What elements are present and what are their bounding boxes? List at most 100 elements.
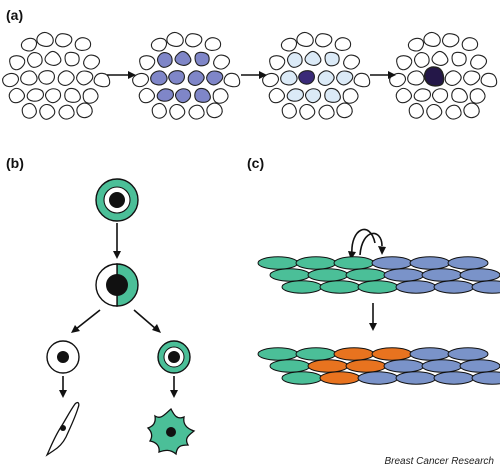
tissue-cell [480, 72, 498, 88]
epithelial-cell-ellipse [319, 371, 361, 385]
arrow-down-icon [369, 303, 377, 331]
tissue-cell [174, 50, 192, 66]
tissue-cell [166, 31, 184, 48]
tissue-cell [169, 103, 186, 120]
tissue-cell [353, 72, 371, 88]
tissue-cell [336, 102, 353, 119]
tissue-cell [342, 88, 359, 104]
epithelial-cell-ellipse [281, 371, 323, 385]
tissue-cell [470, 54, 488, 70]
arrow-diagonal-icon [71, 309, 101, 333]
epithelial-cell-ellipse [421, 268, 463, 282]
tissue-cell [194, 51, 210, 67]
stem-cell [95, 178, 139, 222]
tissue-cell [26, 88, 45, 102]
epithelial-cell-ellipse [295, 256, 337, 270]
tissue-cell [20, 37, 38, 52]
tissue-cell [413, 88, 432, 102]
tissue-cell [39, 103, 56, 120]
tissue-cell [174, 88, 192, 104]
tissue-cell [431, 50, 449, 66]
tissue-cell [298, 70, 316, 85]
tissue-cell [280, 70, 298, 86]
tissue-cell [150, 37, 168, 52]
tissue-cell [188, 104, 205, 120]
tissue-cell [314, 33, 333, 48]
tissue-cell [156, 88, 175, 102]
tissue-cell [423, 31, 441, 48]
journal-credit: Breast Cancer Research [385, 456, 495, 467]
arrow-down-icon [170, 376, 178, 398]
tissue-cell [139, 55, 156, 71]
tissue-cell [296, 31, 314, 48]
tissue-cell [304, 88, 322, 104]
tissue-cell [204, 37, 222, 51]
tissue-cell [395, 87, 413, 104]
tissue-cell [451, 87, 468, 103]
tissue-cell [461, 37, 479, 51]
tissue-cell [281, 102, 297, 119]
tissue-cell [324, 51, 340, 67]
tissue-cell [64, 51, 80, 67]
tissue-cell [93, 72, 111, 88]
tissue-cluster-normal [2, 31, 111, 120]
epithelial-cell-ellipse [421, 359, 463, 373]
epithelial-cell-ellipse [257, 347, 299, 361]
tissue-cell [269, 55, 286, 71]
panel-b-lineage-tree [45, 178, 196, 457]
panel-label-b: (b) [6, 155, 24, 171]
epithelial-cell-ellipse [471, 280, 500, 294]
tissue-cell [44, 50, 62, 66]
epithelial-cell-ellipse [269, 268, 311, 282]
tissue-cell [9, 55, 26, 71]
tissue-cell [286, 88, 305, 102]
tissue-cell [389, 72, 407, 88]
tissue-cell [423, 66, 445, 87]
tissue-cell [280, 37, 298, 52]
panel-c-cell-migration [257, 228, 500, 385]
epithelial-cell-ellipse [319, 280, 361, 294]
epithelial-cell-ellipse [433, 371, 475, 385]
tissue-cell [445, 104, 462, 120]
tissue-cell [150, 70, 168, 86]
tissue-cell [441, 33, 460, 48]
tissue-cell [336, 70, 354, 86]
progenitor-cell [95, 263, 139, 307]
tissue-cell [324, 87, 341, 103]
epithelial-cell-ellipse [333, 256, 375, 270]
arrow-right-icon [241, 71, 267, 79]
tissue-cell [334, 37, 352, 51]
tissue-cell [54, 33, 73, 48]
epithelial-cell-ellipse [383, 268, 425, 282]
arrow-diagonal-icon [133, 309, 161, 333]
epithelial-cell-ellipse [333, 347, 375, 361]
tissue-cell [132, 72, 150, 88]
epithelial-cell-ellipse [433, 280, 475, 294]
tissue-cell [74, 37, 92, 51]
swap-arrows-icon [348, 228, 386, 260]
spindle-differentiated-cell [45, 401, 80, 457]
tissue-cell [463, 102, 480, 119]
tissue-cell [206, 102, 223, 119]
epithelial-cell-ellipse [269, 359, 311, 373]
tissue-cell [44, 88, 62, 104]
tissue-cell [413, 52, 430, 68]
tissue-cluster-expansion [132, 31, 241, 120]
epithelial-cell-ellipse [257, 256, 299, 270]
panel-label-c: (c) [247, 155, 264, 171]
arrow-right-icon [370, 71, 396, 79]
tissue-cell [286, 52, 303, 68]
tissue-cell [318, 104, 335, 120]
epithelial-cell-ellipse [459, 268, 500, 282]
tissue-cell [268, 87, 286, 104]
tissue-cell [76, 102, 93, 119]
tissue-cell [21, 102, 37, 119]
tissue-cluster-clonal [389, 31, 498, 120]
tissue-cell [64, 87, 81, 103]
panel-label-a: (a) [6, 7, 23, 23]
tissue-cell [223, 72, 241, 88]
tissue-cell [26, 52, 43, 68]
tissue-cell [38, 70, 56, 85]
tissue-cell [138, 87, 156, 104]
